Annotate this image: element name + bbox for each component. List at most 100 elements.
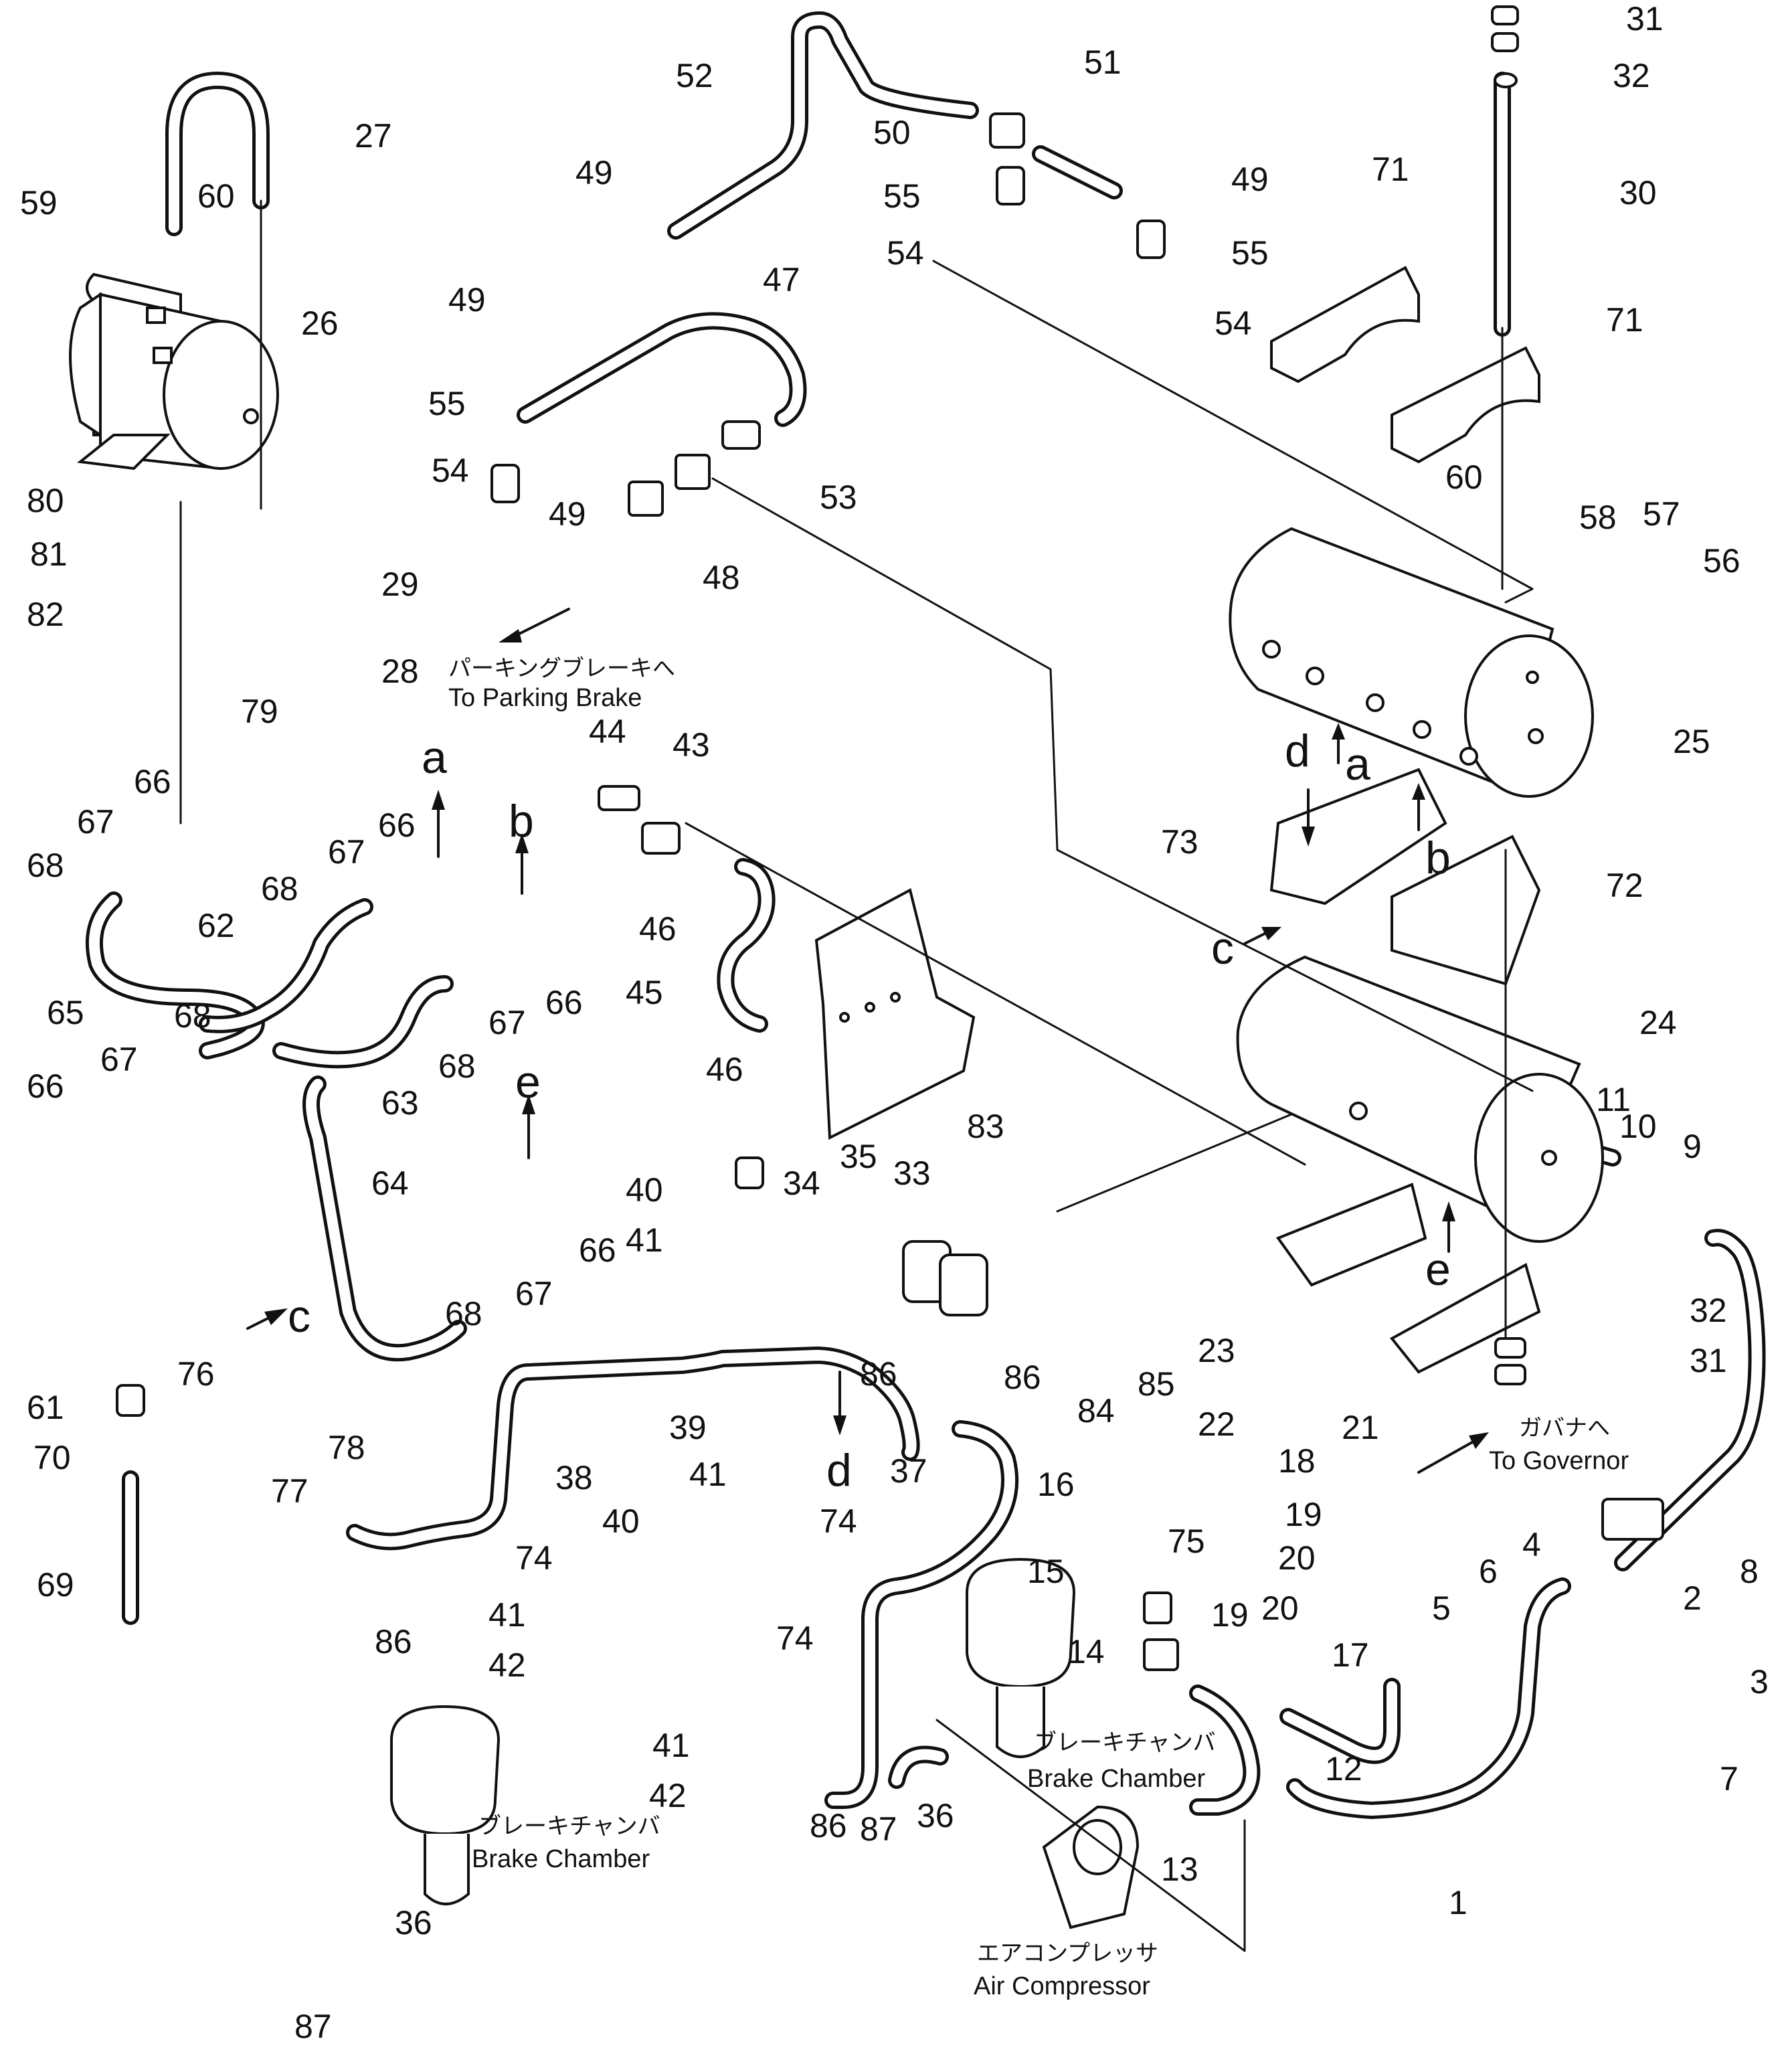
callout-82: 82 bbox=[27, 596, 64, 633]
callout-43: 43 bbox=[673, 726, 710, 764]
callout-75: 75 bbox=[1168, 1523, 1205, 1560]
brake-chamber-right bbox=[966, 1557, 1076, 1758]
callout-62: 62 bbox=[197, 907, 235, 944]
callout-80: 80 bbox=[27, 482, 64, 519]
connection-arrows bbox=[246, 608, 1489, 1474]
callout-13: 13 bbox=[1161, 1850, 1198, 1888]
callout-49d: 49 bbox=[549, 495, 586, 533]
callout-64: 64 bbox=[371, 1164, 409, 1202]
callout-66c: 66 bbox=[545, 984, 583, 1021]
callout-26: 26 bbox=[301, 305, 339, 342]
captions: パーキングブレーキへ To Parking Brake ガバナへ To Gove… bbox=[448, 656, 1629, 2000]
callout-86c: 86 bbox=[375, 1623, 412, 1660]
callout-60a: 60 bbox=[197, 177, 235, 215]
callout-41b: 41 bbox=[689, 1456, 727, 1493]
governor-caption-en: To Governor bbox=[1489, 1447, 1629, 1475]
mounting-plate bbox=[814, 888, 976, 1140]
callout-41c: 41 bbox=[488, 1596, 526, 1634]
callout-36a: 36 bbox=[917, 1797, 954, 1834]
callout-67d: 67 bbox=[100, 1041, 138, 1078]
callout-67a: 67 bbox=[77, 803, 114, 841]
callout-78: 78 bbox=[328, 1429, 365, 1466]
callout-84: 84 bbox=[1077, 1392, 1115, 1430]
callout-77: 77 bbox=[271, 1472, 308, 1510]
callout-12: 12 bbox=[1325, 1750, 1362, 1788]
callout-56: 56 bbox=[1703, 542, 1740, 580]
callout-66a: 66 bbox=[134, 763, 171, 800]
callout-27: 27 bbox=[355, 117, 392, 155]
callout-49a: 49 bbox=[575, 154, 613, 191]
callout-79: 79 bbox=[241, 693, 278, 730]
callout-21: 21 bbox=[1342, 1409, 1379, 1446]
brake-chamber-left bbox=[390, 1705, 501, 1905]
callout-74a: 74 bbox=[515, 1539, 553, 1577]
callout-54b: 54 bbox=[1215, 305, 1252, 342]
parking-brake-caption-en: To Parking Brake bbox=[448, 684, 642, 712]
callout-19a: 19 bbox=[1285, 1496, 1322, 1533]
callout-35: 35 bbox=[840, 1138, 877, 1175]
letter-c-left: c bbox=[288, 1291, 310, 1342]
callout-74c: 74 bbox=[776, 1620, 814, 1657]
callout-numbers: 1 2 3 4 5 6 7 8 9 10 11 12 13 14 15 16 1… bbox=[20, 0, 1769, 2045]
callout-15: 15 bbox=[1027, 1553, 1065, 1590]
callout-18: 18 bbox=[1278, 1442, 1316, 1480]
callout-25: 25 bbox=[1673, 723, 1710, 760]
callout-67e: 67 bbox=[515, 1275, 553, 1312]
callout-70: 70 bbox=[33, 1439, 71, 1476]
callout-65: 65 bbox=[47, 994, 84, 1031]
callout-38: 38 bbox=[555, 1459, 593, 1496]
callout-58: 58 bbox=[1579, 499, 1617, 536]
callout-32a: 32 bbox=[1613, 57, 1650, 94]
callout-48: 48 bbox=[703, 559, 740, 596]
callout-44: 44 bbox=[589, 713, 626, 750]
callout-6: 6 bbox=[1479, 1553, 1498, 1590]
callout-23: 23 bbox=[1198, 1332, 1235, 1369]
callout-40b: 40 bbox=[602, 1502, 640, 1540]
callout-87a: 87 bbox=[860, 1810, 897, 1848]
callout-7: 7 bbox=[1720, 1760, 1738, 1798]
callout-71b: 71 bbox=[1606, 301, 1643, 339]
callout-33: 33 bbox=[893, 1154, 931, 1192]
callout-31a: 31 bbox=[1626, 0, 1664, 37]
callout-36b: 36 bbox=[395, 1904, 432, 1941]
callout-45: 45 bbox=[626, 974, 663, 1011]
callout-73: 73 bbox=[1161, 823, 1198, 861]
callout-68b: 68 bbox=[261, 870, 298, 908]
callout-46a: 46 bbox=[639, 910, 677, 948]
callout-42b: 42 bbox=[649, 1777, 687, 1814]
brake-chamber-left-caption-en: Brake Chamber bbox=[472, 1845, 650, 1873]
callout-29: 29 bbox=[381, 566, 419, 603]
letter-c-right: c bbox=[1211, 923, 1234, 974]
callout-74b: 74 bbox=[820, 1502, 857, 1540]
callout-49c: 49 bbox=[448, 281, 486, 319]
callout-66e: 66 bbox=[579, 1231, 616, 1269]
brake-chamber-left-caption-jp: ブレーキチャンバ bbox=[478, 1814, 660, 1839]
tank-brackets bbox=[1269, 266, 1541, 1374]
callout-11: 11 bbox=[1596, 1081, 1631, 1118]
callout-41d: 41 bbox=[652, 1727, 690, 1764]
callout-50: 50 bbox=[873, 114, 911, 151]
callout-59: 59 bbox=[20, 184, 58, 222]
callout-86d: 86 bbox=[810, 1807, 847, 1844]
letter-a-left: a bbox=[422, 732, 447, 783]
callout-52: 52 bbox=[676, 57, 713, 94]
callout-69: 69 bbox=[37, 1566, 74, 1604]
callout-68c: 68 bbox=[438, 1047, 476, 1085]
letter-d-center: d bbox=[826, 1445, 852, 1496]
callout-54c: 54 bbox=[432, 452, 469, 489]
callout-66b: 66 bbox=[378, 806, 416, 844]
callout-61: 61 bbox=[27, 1389, 64, 1426]
callout-32b: 32 bbox=[1690, 1292, 1727, 1329]
callout-72: 72 bbox=[1606, 867, 1643, 904]
callout-83: 83 bbox=[967, 1108, 1004, 1145]
governor-caption-jp: ガバナへ bbox=[1519, 1415, 1610, 1441]
callout-55c: 55 bbox=[428, 385, 466, 422]
letter-d-right: d bbox=[1285, 725, 1310, 776]
callout-49b: 49 bbox=[1231, 161, 1269, 198]
air-tank-25 bbox=[1229, 527, 1594, 798]
callout-86b: 86 bbox=[1004, 1359, 1041, 1396]
callout-63: 63 bbox=[381, 1084, 419, 1122]
leader-lines bbox=[179, 199, 1534, 1952]
callout-1: 1 bbox=[1449, 1884, 1467, 1921]
